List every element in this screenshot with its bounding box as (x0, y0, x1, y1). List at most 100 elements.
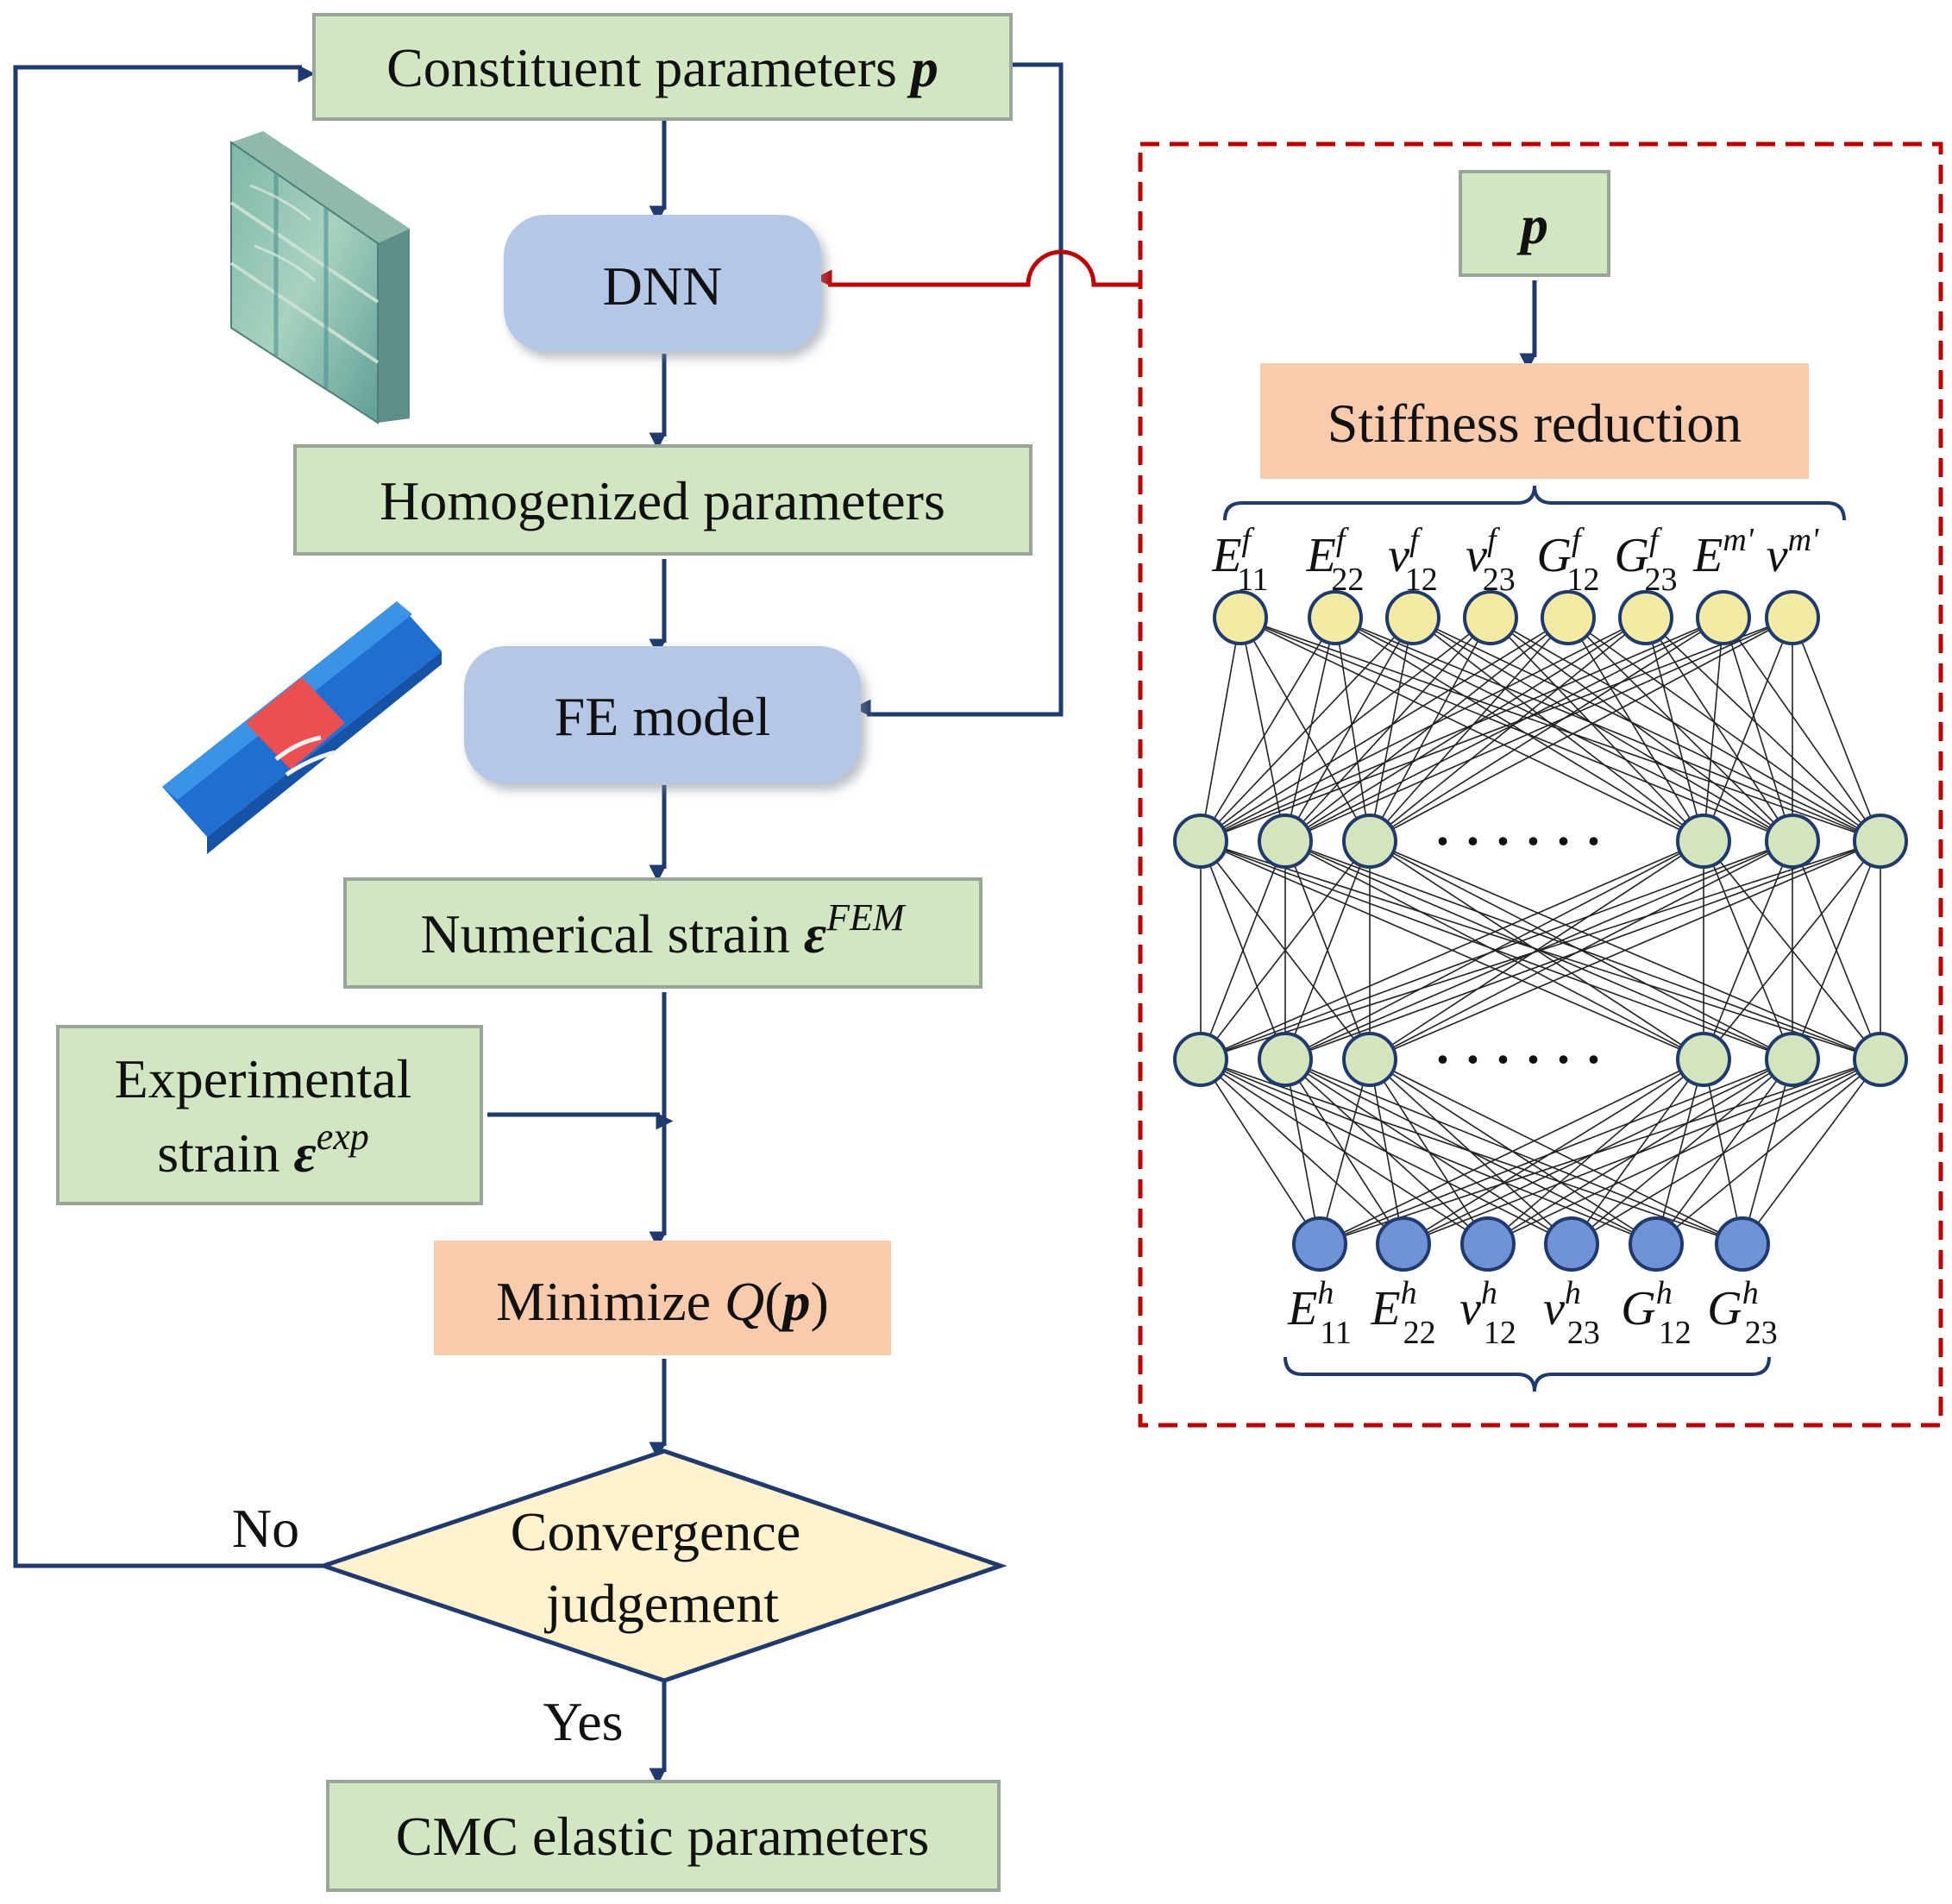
hidden1-node (1765, 814, 1820, 869)
network-nodes (1173, 590, 1908, 1272)
hidden1-ellipsis: · · · · · · (1434, 813, 1602, 870)
network-edge (1703, 617, 1724, 842)
network-edge (1792, 617, 1881, 842)
network-edge (1200, 617, 1724, 842)
network-edge (1412, 617, 1881, 842)
numerical-strain-box (343, 877, 982, 989)
network-input-p-text: p (1516, 194, 1548, 255)
network-edge (1487, 1059, 1881, 1245)
input-node (1463, 590, 1518, 645)
network-edge (1334, 617, 1793, 842)
experimental-line1: Experimental (115, 1048, 412, 1109)
network-edges (1200, 617, 1881, 1245)
convergence-line1: Convergence (511, 1501, 800, 1562)
output-node (1376, 1216, 1431, 1272)
top-brace (1223, 485, 1846, 521)
input-param-label: Em' (1692, 522, 1754, 582)
network-edge (1319, 1059, 1881, 1245)
network-edge (1412, 617, 1704, 842)
fe-model-box (464, 646, 861, 783)
network-edge (1200, 617, 1241, 842)
network-edge (1240, 617, 1371, 842)
network-edge (1703, 617, 1793, 842)
hidden1-node (1342, 814, 1397, 869)
output-node (1460, 1216, 1516, 1272)
cmc-box (326, 1780, 1001, 1892)
network-edge (1369, 840, 1881, 1060)
network-edge (1655, 1059, 1704, 1245)
network-edge (1567, 617, 1704, 842)
output-node (1544, 1216, 1599, 1272)
network-edge (1200, 617, 1491, 842)
network-edge (1200, 840, 1371, 1060)
numerical-strain-text: Numerical strain εFEM (421, 896, 907, 965)
network-edge (1571, 1059, 1704, 1245)
network-edge (1403, 1059, 1881, 1245)
network-edge (1645, 617, 1793, 842)
network-edge (1703, 1059, 1743, 1245)
network-edge (1567, 617, 1793, 842)
network-edge (1284, 617, 1569, 842)
network-edge (1319, 1059, 1793, 1245)
hidden1-node (1853, 814, 1908, 869)
network-edge (1369, 617, 1414, 842)
network-edge (1334, 617, 1881, 842)
network-edge (1284, 617, 1793, 842)
network-to-dnn-arrow (814, 249, 1139, 287)
input-param-label: νm' (1767, 522, 1819, 582)
network-edge (1200, 617, 1336, 842)
network-edge (1490, 617, 1881, 842)
stiffness-reduction-text: Stiffness reduction (1327, 393, 1742, 454)
hidden2-node (1342, 1032, 1397, 1087)
network-edge (1403, 1059, 1704, 1245)
network-edge (1334, 617, 1371, 842)
network-edge (1703, 840, 1793, 1060)
bottom-brace (1284, 1356, 1771, 1392)
input-node (1385, 590, 1440, 645)
output-node (1715, 1216, 1770, 1272)
network-edge (1240, 617, 1704, 842)
homogenized-text: Homogenized parameters (380, 470, 945, 531)
network-edge (1284, 840, 1881, 1060)
network-edge (1200, 617, 1414, 842)
input-node (1213, 590, 1268, 645)
hidden1-node (1676, 814, 1731, 869)
hidden2-node (1173, 1032, 1228, 1087)
network-edge (1655, 1059, 1793, 1245)
network-edge (1723, 617, 1881, 842)
p-to-fe-line (853, 62, 1064, 717)
hidden2-node (1853, 1032, 1908, 1087)
network-edge (1334, 617, 1704, 842)
network-edge (1645, 617, 1704, 842)
no-label: No (232, 1498, 299, 1559)
constituent-box (312, 13, 1013, 121)
hidden2-node (1765, 1032, 1820, 1087)
network-edge (1284, 840, 1704, 1060)
network-edge (1487, 1059, 1704, 1245)
network-edge (1723, 617, 1793, 842)
network-edge (1369, 617, 1569, 842)
constituent-text: Constituent parameters p (386, 37, 938, 98)
network-edge (1369, 617, 1724, 842)
network-edge (1369, 617, 1491, 842)
network-edge (1284, 617, 1647, 842)
yes-label: Yes (543, 1691, 623, 1752)
network-input-p-box (1459, 170, 1610, 277)
cmc-text: CMC elastic parameters (396, 1806, 929, 1867)
dnn-box (504, 215, 821, 351)
network-edge (1200, 840, 1793, 1060)
network-edge (1200, 840, 1704, 1060)
minimize-box (434, 1241, 891, 1355)
stiffness-reduction-box (1260, 363, 1809, 479)
hidden2-ellipsis: · · · · · · (1434, 1031, 1602, 1088)
output-node (1292, 1216, 1347, 1272)
input-node (1541, 590, 1596, 645)
